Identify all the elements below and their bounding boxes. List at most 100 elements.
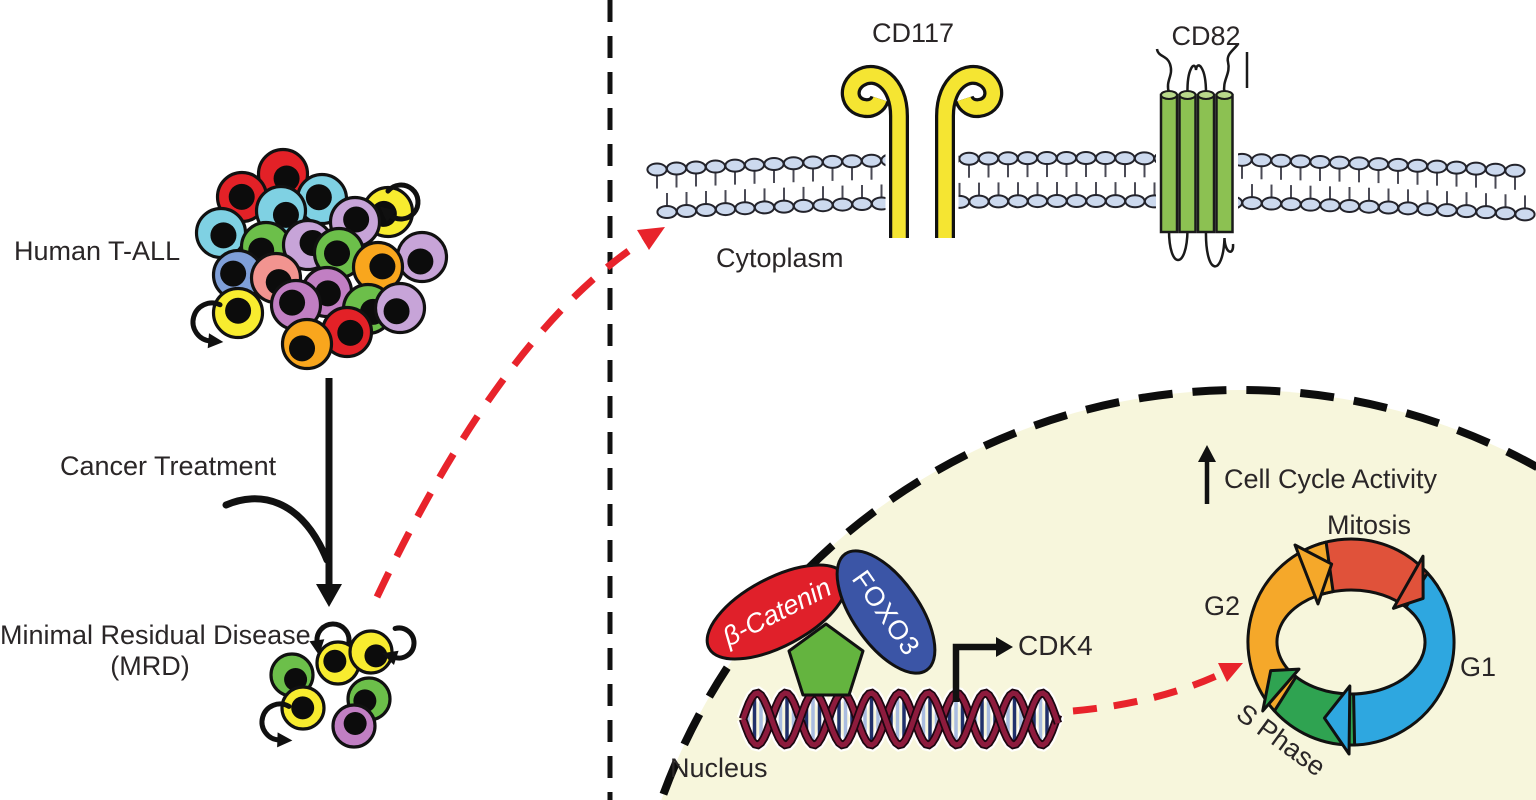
lipid-head [1475, 205, 1497, 220]
tumor-cell-nucleus [324, 240, 351, 267]
rotation-arrowhead [382, 650, 399, 666]
treatment-swoosh [222, 495, 331, 564]
rotation-arrow [391, 625, 417, 661]
lipid-head [1007, 194, 1029, 209]
lipid-head [1055, 151, 1078, 166]
g2-label: G2 [1204, 591, 1241, 621]
cycle-arrowhead-red [1391, 554, 1425, 610]
tumor-cell-nucleus [210, 222, 237, 249]
lipid-head [1299, 197, 1322, 212]
lipid-head [1436, 203, 1458, 218]
lipid-head [958, 151, 980, 166]
lipid-head [821, 154, 844, 169]
lipid-head [646, 162, 668, 177]
lipid-head [1046, 194, 1068, 209]
lipid-head [665, 161, 688, 176]
mrd-label-line2: (MRD) [110, 651, 190, 681]
lipid-head [1250, 153, 1273, 168]
tumor-cell-nucleus [364, 644, 388, 668]
lipid-head [851, 197, 873, 212]
mitosis-label: Mitosis [1326, 510, 1411, 540]
tumor-cell-nucleus [289, 335, 316, 362]
lipid-head [743, 157, 766, 172]
lipid-head [763, 156, 785, 171]
lipid-head [1514, 207, 1536, 222]
cd82-helix [1196, 93, 1216, 234]
lipid-head [1094, 151, 1117, 166]
cdk4-transcription-arrow [952, 643, 998, 702]
lipid-head [656, 205, 678, 220]
tumor-cell-nucleus [323, 649, 347, 673]
lipid-head [1075, 151, 1097, 166]
rotation-arrowhead [277, 732, 293, 748]
rotation-arrow [314, 621, 352, 645]
foxo3-ellipse [835, 549, 937, 675]
lipid-head [1416, 202, 1439, 217]
cd82-top-loop-right [1222, 43, 1240, 94]
cd117-right-fill [938, 68, 1000, 238]
lipid-head [675, 203, 698, 218]
cd82-helix-top [1160, 90, 1178, 100]
mrd-to-membrane-arrowhead [637, 227, 665, 250]
lipid-head [1328, 155, 1351, 170]
lipid-head [1270, 153, 1292, 168]
lipid-head [997, 151, 1019, 166]
mrd-to-membrane-dashed-arrow [373, 235, 650, 599]
lipid-head [1358, 199, 1380, 214]
mrd-cell-cluster [269, 629, 394, 749]
lipid-head [812, 198, 834, 213]
lipid-head [714, 202, 737, 217]
lipid-head [1085, 194, 1107, 209]
treatment-arrowhead [316, 584, 342, 607]
lipid-head [1065, 194, 1088, 209]
lipid-head [977, 151, 1000, 166]
lipid-head [1367, 157, 1390, 172]
transcription-factor-pentagon [787, 622, 865, 697]
lipid-head [1484, 162, 1507, 177]
lipid-head [1426, 159, 1448, 174]
dna-strand [740, 690, 1061, 748]
lipid-head [1397, 201, 1419, 216]
lipid-head [1016, 151, 1039, 166]
cycle-arrowhead-yellow [1293, 543, 1334, 606]
cd82-top-loop-left [1155, 48, 1173, 94]
lipid-head [773, 199, 795, 214]
lipid-head [1026, 194, 1049, 209]
lipid-head [1241, 196, 1263, 211]
cd82-receptor [1155, 43, 1249, 268]
cd82-label: CD82 [1171, 21, 1241, 51]
lipid-head [724, 158, 746, 173]
cycle-arrowhead-blue [1322, 684, 1352, 756]
tumor-cell-nucleus [337, 319, 364, 346]
lipid-head [1260, 196, 1283, 211]
cd82-helix-top [1178, 90, 1197, 100]
mrd-label-line1: Minimal Residual Disease [0, 620, 311, 650]
cd82-bottom-loop-2 [1204, 229, 1235, 268]
cd82-bottom-loop-1 [1167, 229, 1189, 262]
lipid-head [1406, 158, 1429, 173]
lipid-head [1338, 198, 1361, 213]
lipid-head [792, 198, 815, 213]
lipid-head [968, 194, 990, 209]
tumor-cell-nucleus [407, 248, 434, 275]
nucleus-label: Nucleus [670, 753, 768, 783]
lipid-head [1445, 160, 1468, 175]
cd82-helix [1178, 93, 1197, 234]
human-tall-label: Human T-ALL [14, 236, 181, 266]
lipid-head [1036, 151, 1058, 166]
lipid-head [685, 160, 707, 175]
rotation-arrowhead [380, 206, 397, 223]
tumor-cell-nucleus [225, 297, 252, 324]
lipid-head [753, 200, 776, 215]
tumor-cell-nucleus [369, 253, 396, 280]
tumor-cell-nucleus [279, 289, 306, 316]
cancer-treatment-label: Cancer Treatment [60, 451, 277, 481]
lipid-head [1114, 151, 1136, 166]
cd117-receptor [837, 61, 1007, 238]
lipid-head [734, 201, 756, 216]
cd117-left-fill [844, 68, 906, 238]
g1-label: G1 [1460, 652, 1497, 682]
rotation-arrow [190, 300, 223, 344]
